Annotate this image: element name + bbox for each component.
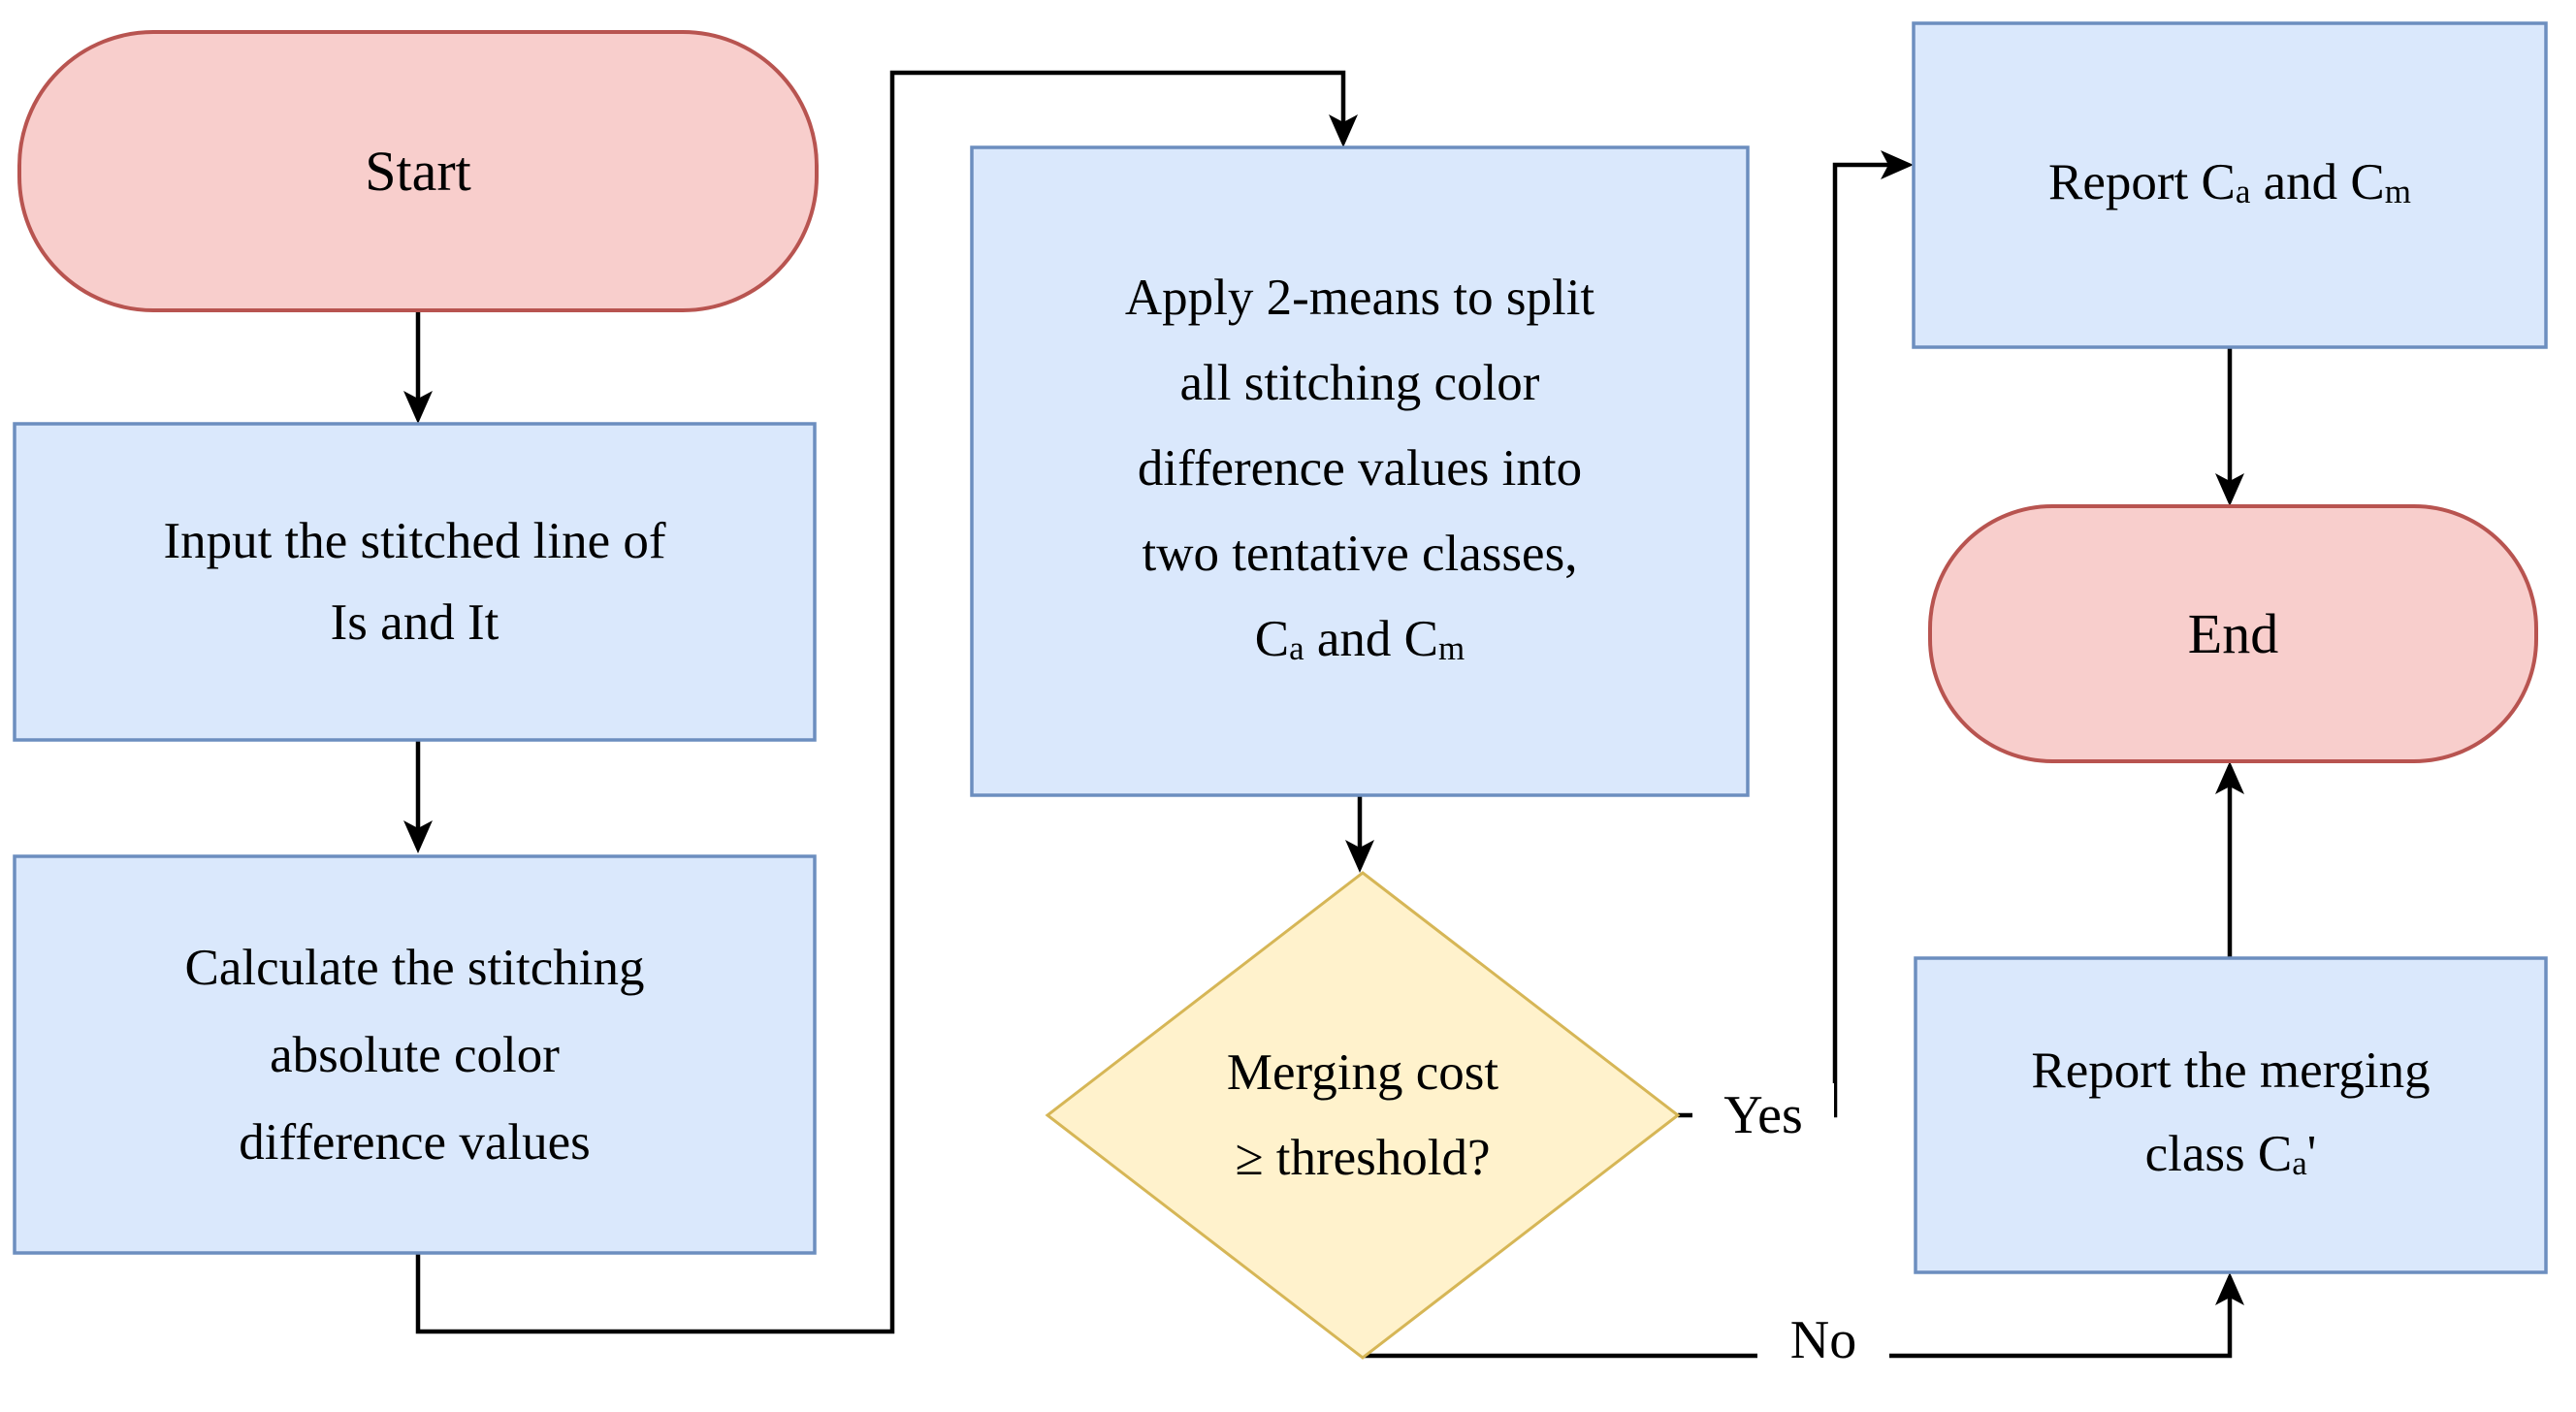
apply-text-line1: Apply 2-means to split	[1124, 270, 1595, 326]
arrowhead-no-to-merge	[2215, 1272, 2244, 1305]
end-text: End	[2187, 601, 2279, 665]
report-both-ca-subscript: a	[2235, 173, 2251, 211]
apply-text-line4: two tentative classes,	[1142, 526, 1578, 582]
report-both-base: Report C	[2048, 154, 2236, 210]
apply-node-shape	[970, 145, 1750, 797]
no-edge-label: No	[1757, 1308, 1889, 1372]
arrowhead-apply-to-decision	[1345, 840, 1374, 873]
decision-node-label: Merging cost ≥ threshold?	[1047, 873, 1678, 1358]
report-merge-prime: '	[2306, 1126, 2317, 1182]
start-text: Start	[365, 139, 471, 203]
nodes	[13, 21, 2548, 1360]
input-node-shape	[13, 422, 817, 742]
edge-calculate-to-apply	[415, 70, 1346, 1334]
input-text-line1: Input the stitched line of	[163, 513, 666, 569]
end-node-shape	[1928, 504, 2538, 763]
apply-node-label: Apply 2-means to split all stitching col…	[972, 147, 1748, 795]
input-node-label: Input the stitched line of Is and It	[15, 424, 815, 740]
decision-text-line1: Merging cost	[1226, 1044, 1499, 1101]
report-merge-node-shape	[1914, 956, 2548, 1274]
apply-text-line3: difference values into	[1137, 440, 1583, 497]
calculate-text-line1: Calculate the stitching	[184, 939, 645, 996]
calculate-text-line3: difference values	[239, 1113, 591, 1171]
end-node-label: End	[1930, 506, 2536, 761]
edge-decision-no-to-merge	[1363, 1282, 2233, 1359]
report-merge-text-line2: class Ca'	[2145, 1112, 2317, 1202]
decision-text-line2: ≥ threshold?	[1235, 1130, 1491, 1186]
report-merge-node-label: Report the merging class Ca'	[1916, 958, 2546, 1272]
calculate-node-label: Calculate the stitching absolute color d…	[15, 856, 815, 1253]
edges	[403, 70, 2244, 1359]
apply-text-line5: Ca and Cm	[1255, 596, 1465, 688]
apply-text-line2: all stitching color	[1179, 355, 1540, 411]
apply-ca-subscript: a	[1289, 629, 1304, 668]
report-merge-text-line1: Report the merging	[2031, 1043, 2431, 1099]
arrowhead-merge-to-end	[2215, 761, 2244, 794]
arrowhead-start-to-input	[403, 391, 433, 424]
arrowhead-report-to-end	[2215, 473, 2244, 506]
report-merge-ca-subscript: a	[2292, 1144, 2307, 1183]
calculate-node-shape	[13, 854, 817, 1255]
report-both-node-shape	[1912, 21, 2548, 349]
report-both-text: Report Ca and Cm	[2048, 142, 2411, 229]
arrowhead-input-to-calculate	[403, 820, 433, 853]
report-both-and-c: and C	[2250, 154, 2385, 210]
input-text-line2: Is and It	[330, 594, 499, 651]
start-node-label: Start	[19, 32, 817, 310]
apply-and-c: and C	[1304, 611, 1439, 667]
yes-edge-label: Yes	[1692, 1083, 1834, 1147]
apply-ca-base: C	[1254, 611, 1290, 667]
apply-cm-subscript: m	[1438, 629, 1465, 668]
report-both-cm-subscript: m	[2384, 173, 2411, 211]
arrowhead-yes-to-report	[1881, 150, 1914, 179]
decision-node-shape	[1045, 871, 1681, 1360]
calculate-text-line2: absolute color	[270, 1026, 560, 1083]
arrowhead-calculate-to-apply	[1329, 114, 1358, 147]
start-node-shape	[17, 30, 819, 312]
report-both-node-label: Report Ca and Cm	[1914, 23, 2546, 347]
report-merge-base: class C	[2144, 1126, 2293, 1182]
